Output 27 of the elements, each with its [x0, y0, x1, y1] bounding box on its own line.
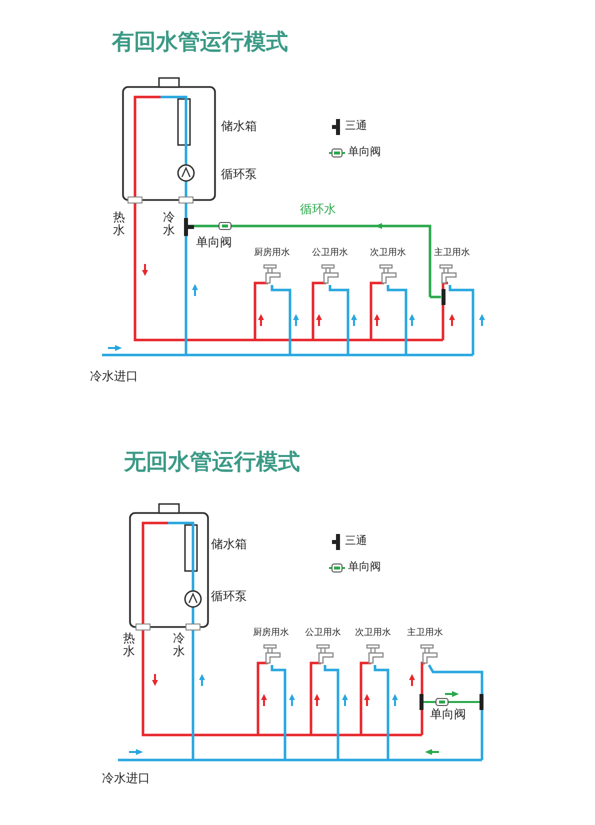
part-label: 循环泵 [211, 590, 247, 604]
flow-label: 循环水 [300, 203, 336, 217]
fixture-label: 公卫用水 [305, 628, 341, 638]
fixture-label: 次卫用水 [370, 248, 406, 258]
heading: 无回水管运行模式 [124, 450, 300, 476]
part-label: 冷水 [163, 211, 176, 238]
part-label: 储水箱 [211, 538, 247, 552]
part-label: 单向阀 [196, 236, 232, 250]
part-label: 冷水 [173, 632, 186, 658]
fixture-label: 厨房用水 [254, 248, 290, 258]
part-label: 冷水进口 [90, 370, 138, 384]
part-label: 热水 [113, 211, 126, 238]
part-label: 循环泵 [221, 168, 257, 182]
legend-label: 三通 [345, 120, 367, 133]
fixture-label: 公卫用水 [312, 248, 348, 258]
fixture-label: 次卫用水 [355, 628, 391, 638]
part-label: 单向阀 [430, 708, 466, 722]
fixture-label: 主卫用水 [407, 628, 443, 638]
fixture-label: 厨房用水 [253, 628, 289, 638]
fixture-label: 主卫用水 [434, 248, 470, 258]
legend-label: 单向阀 [348, 146, 381, 159]
legend-label: 单向阀 [348, 561, 381, 574]
part-label: 冷水进口 [102, 772, 150, 786]
part-label: 热水 [123, 632, 136, 658]
heading: 有回水管运行模式 [112, 30, 288, 56]
legend-label: 三通 [345, 535, 367, 548]
part-label: 储水箱 [221, 120, 257, 134]
